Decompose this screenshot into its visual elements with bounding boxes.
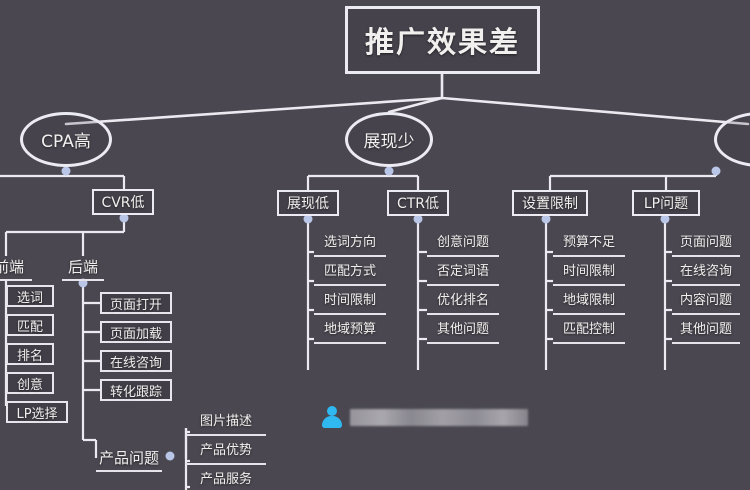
- root-node[interactable]: 推广效果差: [345, 6, 540, 74]
- leaf-ctr-4[interactable]: 其他问题: [427, 320, 499, 344]
- node-backend[interactable]: 后端: [62, 256, 104, 281]
- leaf-lp-1[interactable]: 页面问题: [672, 233, 740, 257]
- leaf-frontend-2[interactable]: 匹配: [6, 314, 54, 336]
- leaf-lp-4[interactable]: 其他问题: [672, 320, 740, 344]
- leaf-impression-3[interactable]: 时间限制: [314, 291, 386, 315]
- leaf-impression-4[interactable]: 地域预算: [314, 320, 386, 344]
- leaf-frontend-5[interactable]: LP选择: [6, 401, 68, 423]
- leaf-ctr-3[interactable]: 优化排名: [427, 291, 499, 315]
- leaf-impression-2[interactable]: 匹配方式: [314, 262, 386, 286]
- user-avatar-icon: [322, 406, 342, 428]
- leaf-ctr-2[interactable]: 否定词语: [427, 262, 499, 286]
- node-setting-limit[interactable]: 设置限制: [512, 190, 588, 216]
- watermark-redacted-text: [350, 408, 528, 426]
- leaf-backend-3[interactable]: 在线咨询: [100, 350, 172, 372]
- leaf-lp-3[interactable]: 内容问题: [672, 291, 740, 315]
- leaf-product-2[interactable]: 产品优势: [186, 441, 266, 465]
- leaf-setting-4[interactable]: 匹配控制: [553, 320, 625, 344]
- leaf-lp-2[interactable]: 在线咨询: [672, 262, 740, 286]
- leaf-ctr-1[interactable]: 创意问题: [427, 233, 499, 257]
- leaf-product-3[interactable]: 产品服务: [186, 470, 266, 490]
- node-conversion-clipped[interactable]: 转: [714, 112, 750, 167]
- leaf-frontend-1[interactable]: 选词: [6, 285, 54, 307]
- node-frontend[interactable]: 前端: [0, 256, 32, 281]
- leaf-setting-2[interactable]: 时间限制: [553, 262, 625, 286]
- node-impressions-low[interactable]: 展现少: [345, 112, 433, 167]
- leaf-setting-3[interactable]: 地域限制: [553, 291, 625, 315]
- watermark: [322, 406, 528, 428]
- leaf-backend-1[interactable]: 页面打开: [100, 292, 172, 314]
- leaf-frontend-4[interactable]: 创意: [6, 372, 54, 394]
- node-cvr-low[interactable]: CVR低: [92, 189, 154, 215]
- node-product-problem[interactable]: 产品问题: [96, 447, 162, 472]
- leaf-impression-1[interactable]: 选词方向: [314, 233, 386, 257]
- leaf-backend-4[interactable]: 转化跟踪: [100, 379, 172, 401]
- node-ctr-low[interactable]: CTR低: [387, 190, 449, 216]
- leaf-frontend-3[interactable]: 排名: [6, 343, 54, 365]
- node-impression-low[interactable]: 展现低: [277, 190, 339, 216]
- leaf-product-1[interactable]: 图片描述: [186, 412, 266, 436]
- leaf-backend-2[interactable]: 页面加载: [100, 321, 172, 343]
- node-lp-problem[interactable]: LP问题: [632, 190, 700, 216]
- node-cpa-high[interactable]: CPA高: [20, 112, 112, 167]
- leaf-setting-1[interactable]: 预算不足: [553, 233, 625, 257]
